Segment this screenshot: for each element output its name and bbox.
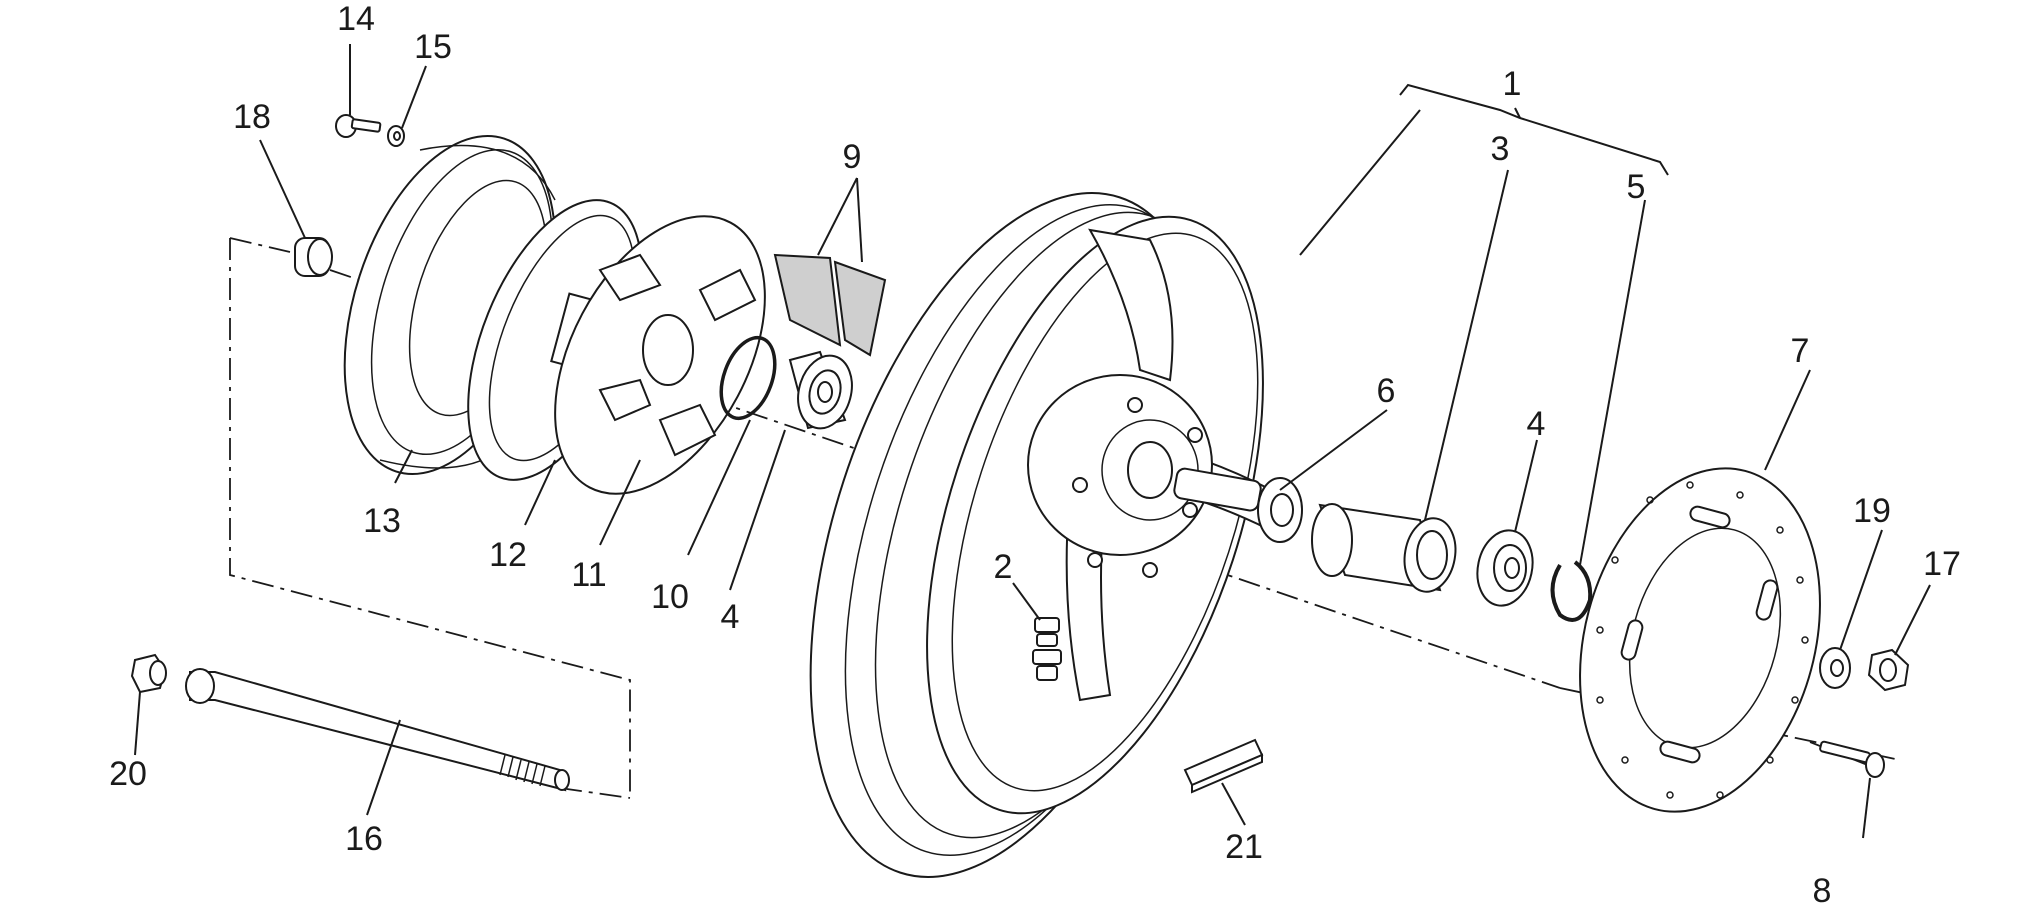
part-21-balance-weight: [1183, 738, 1264, 794]
part-3-bushing: [1311, 503, 1457, 593]
part-17-nut: [1867, 648, 1910, 692]
callout-1: 1: [1503, 65, 1522, 103]
part-4-right-bearing: [1476, 529, 1534, 607]
callout-5: 5: [1627, 168, 1646, 206]
part-4-left-bearing: [788, 350, 853, 430]
callout-11: 11: [571, 556, 606, 594]
callout-9: 9: [843, 138, 862, 176]
callout-20: 20: [109, 755, 147, 793]
callout-17: 17: [1923, 545, 1961, 583]
part-15-washer: [387, 125, 405, 147]
part-5-circlip: [1550, 560, 1593, 622]
part-16-axle: [185, 668, 570, 792]
part-9-rubber-dampers: [773, 253, 887, 357]
callout-2: 2: [994, 548, 1013, 586]
callout-3: 3: [1491, 130, 1510, 168]
part-2-valve: [1032, 617, 1062, 681]
part-1-wheel-rim: [809, 192, 1292, 878]
callout-8: 8: [1813, 872, 1832, 908]
part-6-spacer: [1173, 467, 1303, 543]
callout-21: 21: [1225, 828, 1263, 866]
part-19-washer: [1819, 647, 1851, 689]
callout-16: 16: [345, 820, 383, 858]
part-7-brake-disc: [1579, 467, 1821, 813]
part-14-bolt: [335, 114, 382, 138]
part-1-bracket: [1399, 83, 1669, 176]
callout-14: 14: [337, 0, 375, 38]
part-20-axle-nut: [130, 653, 167, 694]
callout-19: 19: [1853, 492, 1891, 530]
part-8-disc-bolt: [1819, 740, 1885, 778]
leader-lines: [134, 44, 1931, 839]
part-10-o-ring: [719, 335, 777, 421]
callout-4-right: 4: [1527, 405, 1546, 443]
callout-labels: 1 2 3 4 4 5 6 7 8 9 10 11 12 13 14 15 16…: [109, 0, 1961, 908]
callout-18: 18: [233, 98, 271, 136]
part-18-bushing: [294, 237, 333, 277]
callout-12: 12: [489, 536, 527, 574]
callout-15: 15: [414, 28, 452, 66]
callout-6: 6: [1377, 372, 1396, 410]
callout-7: 7: [1791, 332, 1810, 370]
callout-10: 10: [651, 578, 689, 616]
part-11-drive-flange: [554, 215, 766, 495]
callout-4-left: 4: [721, 598, 740, 636]
callout-13: 13: [363, 502, 401, 540]
